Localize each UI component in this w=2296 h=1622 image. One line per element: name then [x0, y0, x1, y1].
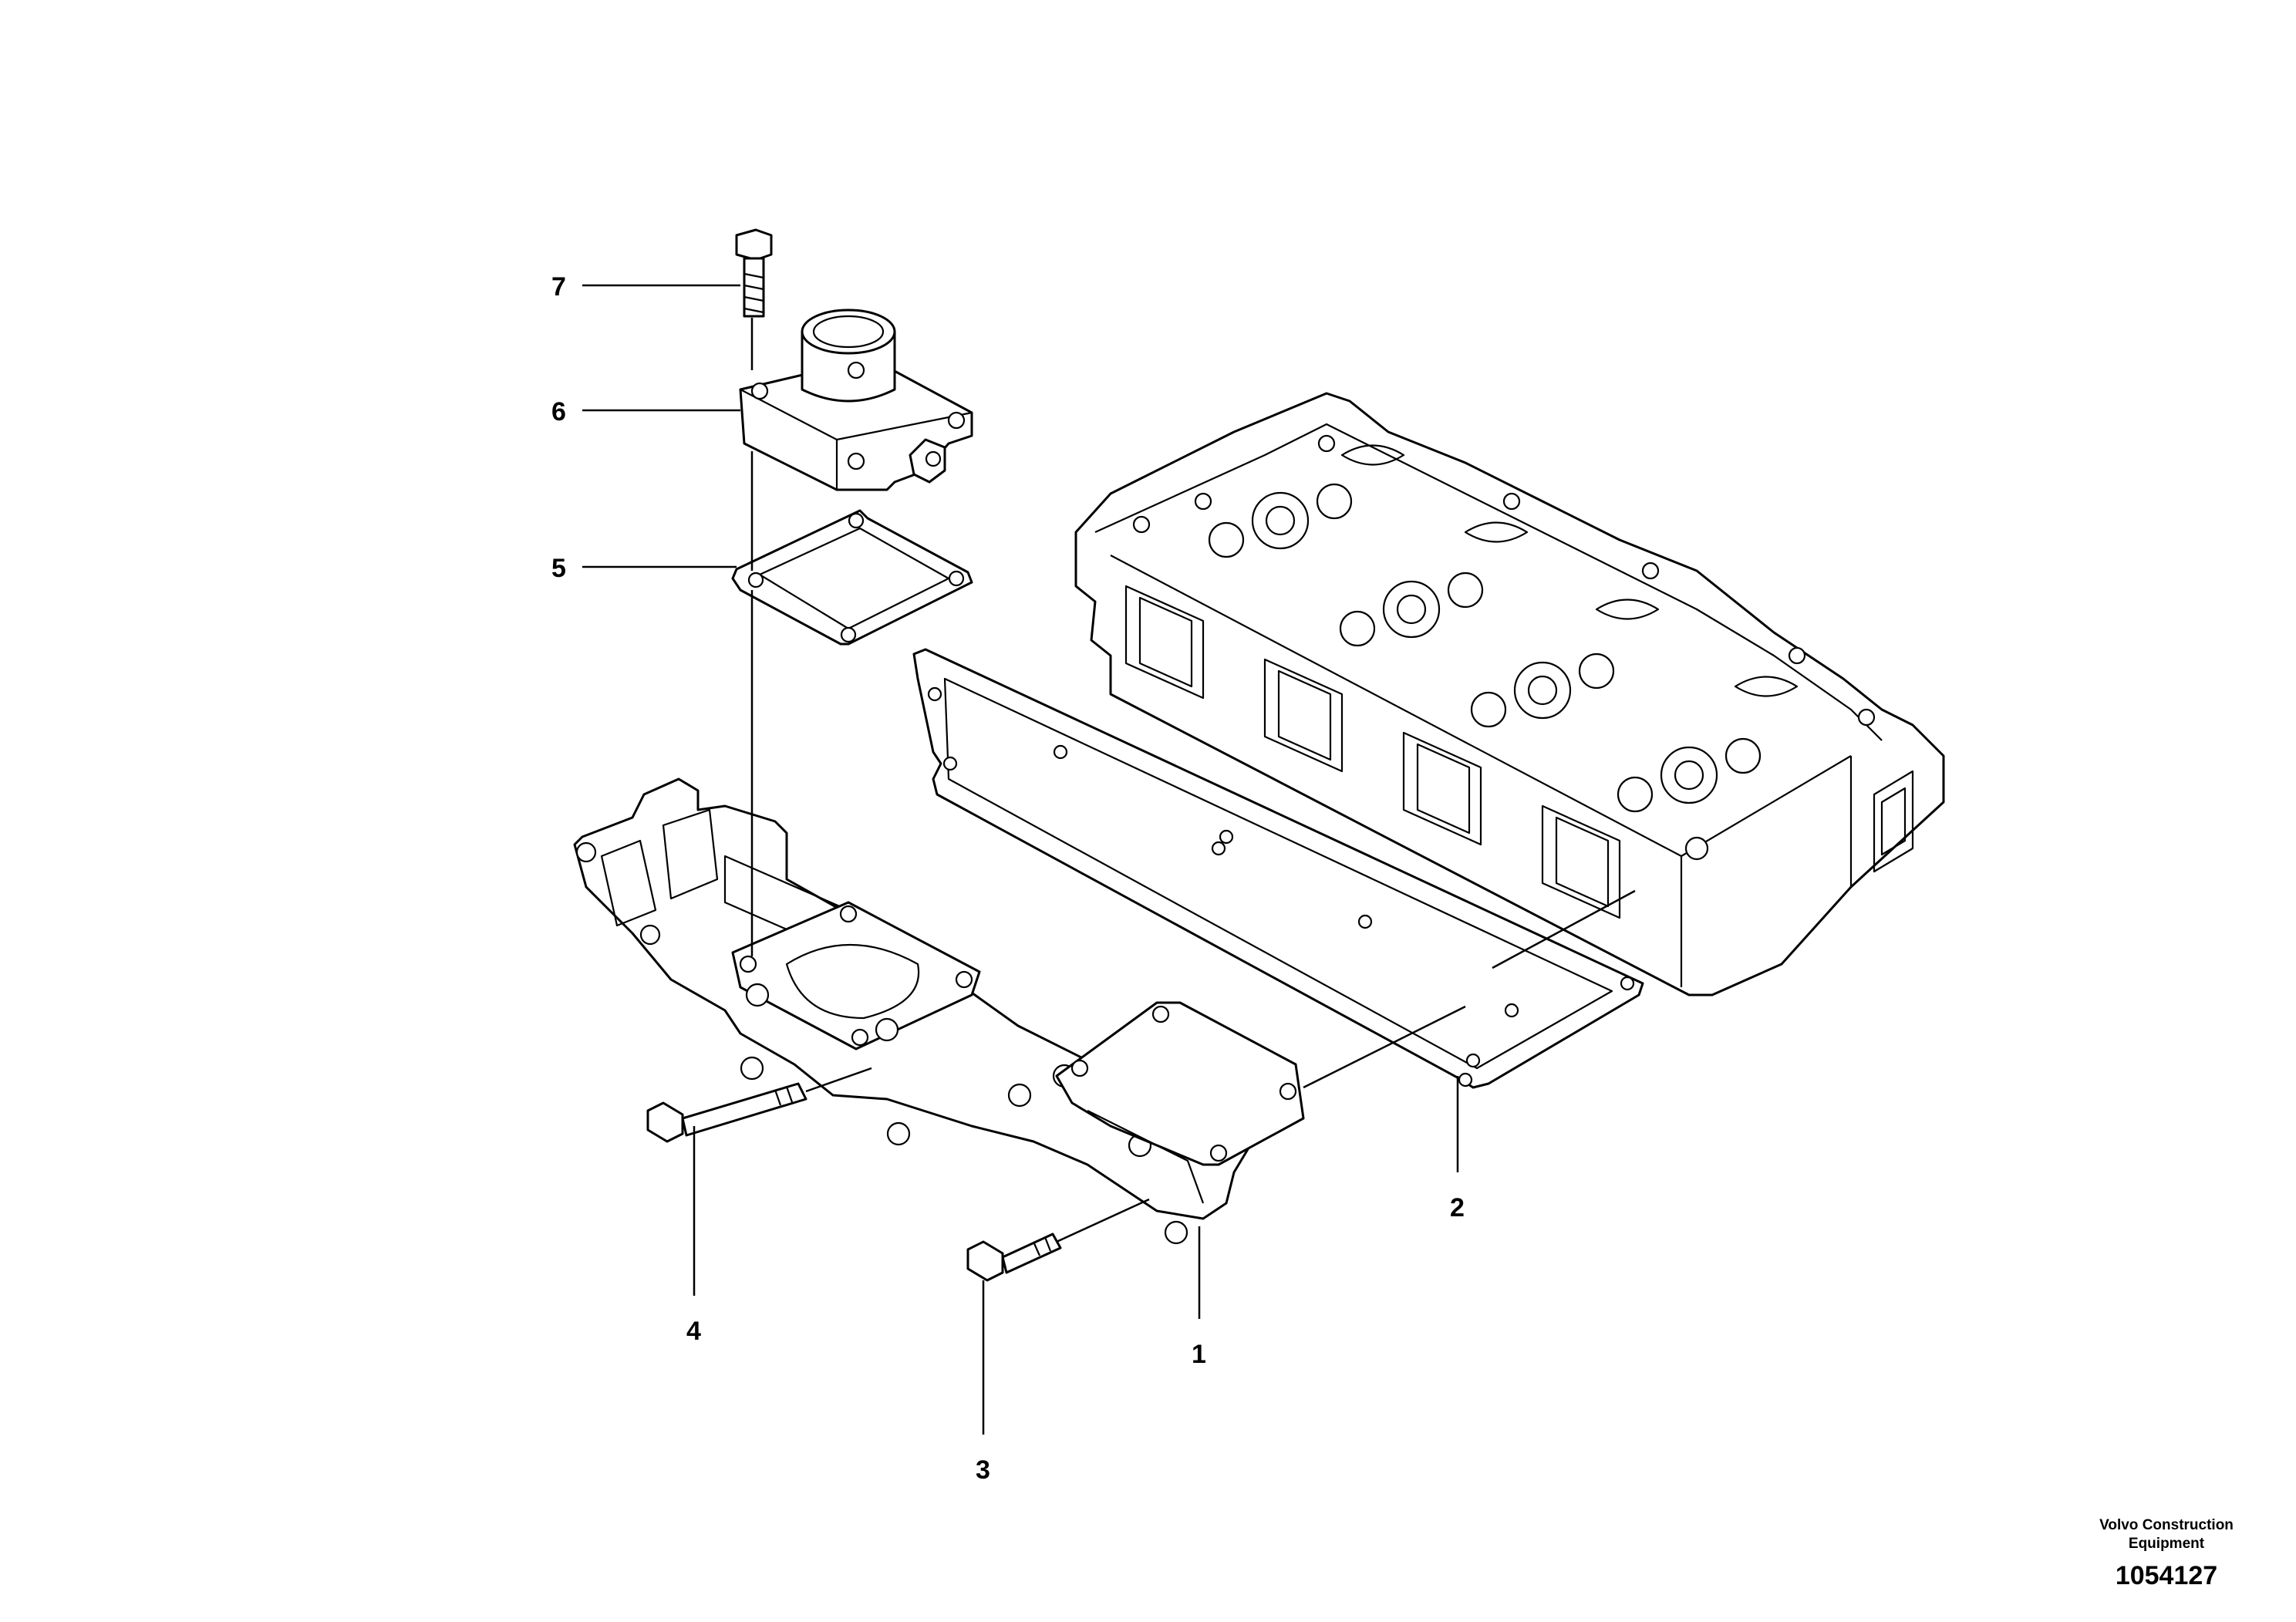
assembly-lines [750, 318, 1636, 1243]
figure-footer: Volvo Construction Equipment 1054127 [2082, 1516, 2251, 1591]
callout-5: 5 [551, 554, 566, 583]
callout-1: 1 [1192, 1340, 1206, 1369]
manifold-bolt-short [966, 1233, 1062, 1282]
figure-number: 1054127 [2115, 1561, 2218, 1590]
callout-labels: 7 6 5 4 3 1 2 [551, 272, 1465, 1485]
intake-elbow [739, 309, 973, 491]
company-line-2: Equipment [2128, 1536, 2205, 1552]
elbow-gasket [731, 509, 973, 646]
manifold-gasket [912, 648, 1644, 1089]
company-name: Volvo Construction Equipment [2082, 1516, 2251, 1553]
manifold-bolt-long [646, 1082, 807, 1143]
cylinder-head [1074, 392, 1945, 996]
callout-6: 6 [551, 397, 566, 427]
callout-3: 3 [976, 1455, 990, 1485]
callout-leaders [582, 284, 1459, 1435]
company-line-1: Volvo Construction [2099, 1517, 2234, 1533]
elbow-bolt [735, 228, 773, 318]
callout-7: 7 [551, 272, 566, 302]
callout-2: 2 [1450, 1193, 1465, 1222]
callout-4: 4 [686, 1317, 701, 1346]
intake-manifold [573, 777, 1305, 1245]
